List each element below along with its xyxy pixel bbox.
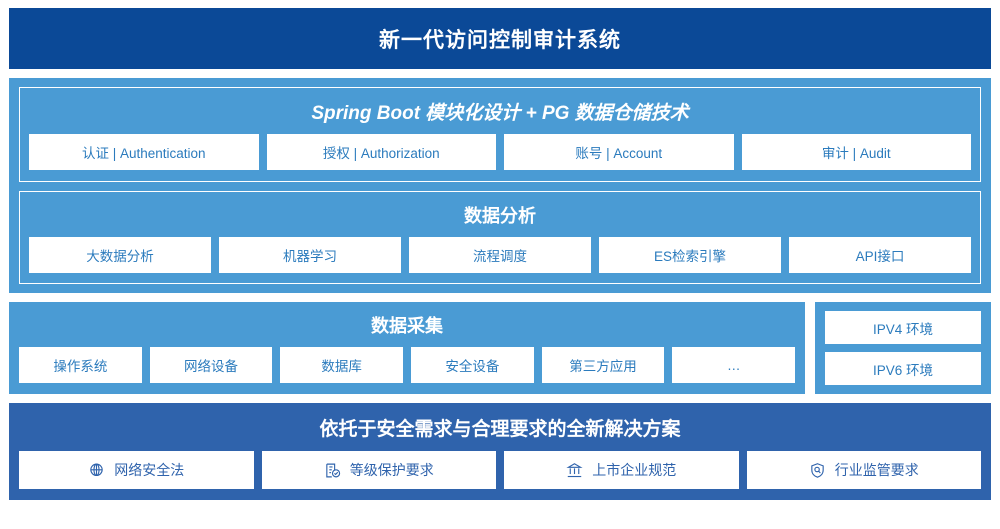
module-box-audit[interactable]: 审计 | Audit [741,134,971,170]
globe-icon [88,462,105,479]
compliance-box-industry-regulation[interactable]: 行业监管要求 [746,451,981,489]
compliance-label-industry-regulation: 行业监管要求 [834,462,919,478]
panel-spring-boot-heading: Spring Boot 模块化设计 + PG 数据仓储技术 [311,103,689,124]
collection-box-security-device[interactable]: 安全设备 [411,347,534,383]
bank-icon [566,462,583,479]
module-box-authentication[interactable]: 认证 | Authentication [29,134,259,170]
analysis-box-big-data[interactable]: 大数据分析 [29,236,211,273]
collection-box-database[interactable]: 数据库 [280,347,404,383]
compliance-box-listed-enterprise[interactable]: 上市企业规范 [504,451,739,489]
environment-box-ipv4[interactable]: IPV4 环境 [825,311,981,344]
compliance-box-cybersecurity-law[interactable]: 网络安全法 [19,451,254,489]
analysis-box-process-scheduling[interactable]: 流程调度 [409,236,591,273]
panel-data-collection-heading: 数据采集 [371,316,443,336]
document-check-icon [324,462,341,479]
panel-solution-items: 网络安全法 等级保护要求 [19,451,981,489]
panel-spring-boot-items: 认证 | Authentication 授权 | Authorization 账… [29,134,971,170]
compliance-label-classified-protection: 等级保护要求 [349,462,434,478]
analysis-box-machine-learning[interactable]: 机器学习 [219,236,401,273]
module-box-authorization[interactable]: 授权 | Authorization [266,134,496,170]
page-title: 新一代访问控制审计系统 [379,28,621,52]
compliance-label-listed-enterprise: 上市企业规范 [592,462,677,478]
shield-search-icon [809,462,826,479]
panel-solution: 依托于安全需求与合理要求的全新解决方案 网络安全法 [9,403,991,500]
panel-data-analysis-heading: 数据分析 [464,205,536,226]
panel-data-collection-items: 操作系统 网络设备 数据库 安全设备 第三方应用 … [19,347,796,383]
collection-box-third-party-app[interactable]: 第三方应用 [541,347,665,383]
panel-data-analysis-items: 大数据分析 机器学习 流程调度 ES检索引擎 API接口 [29,236,971,273]
panel-spring-boot: Spring Boot 模块化设计 + PG 数据仓储技术 认证 | Authe… [19,87,981,182]
platform-section: Spring Boot 模块化设计 + PG 数据仓储技术 认证 | Authe… [9,78,991,293]
collection-box-operating-system[interactable]: 操作系统 [19,347,142,383]
panel-data-analysis: 数据分析 大数据分析 机器学习 流程调度 ES检索引擎 API接口 [19,190,981,284]
compliance-box-classified-protection[interactable]: 等级保护要求 [261,451,496,489]
environment-box-ipv6[interactable]: IPV6 环境 [825,352,981,385]
collection-row: 数据采集 操作系统 网络设备 数据库 安全设备 第三方应用 … IPV4 环境 … [9,302,991,394]
panel-data-collection: 数据采集 操作系统 网络设备 数据库 安全设备 第三方应用 … [9,302,805,394]
module-box-account[interactable]: 账号 | Account [504,134,734,170]
panel-solution-heading: 依托于安全需求与合理要求的全新解决方案 [319,419,681,440]
panel-ip-environment: IPV4 环境 IPV6 环境 [815,302,991,394]
analysis-box-es-search-engine[interactable]: ES检索引擎 [599,236,781,273]
compliance-label-cybersecurity-law: 网络安全法 [114,462,185,478]
analysis-box-api-interface[interactable]: API接口 [789,236,971,273]
collection-box-more[interactable]: … [672,347,796,383]
page-title-bar: 新一代访问控制审计系统 [9,8,991,69]
collection-box-network-device[interactable]: 网络设备 [149,347,273,383]
